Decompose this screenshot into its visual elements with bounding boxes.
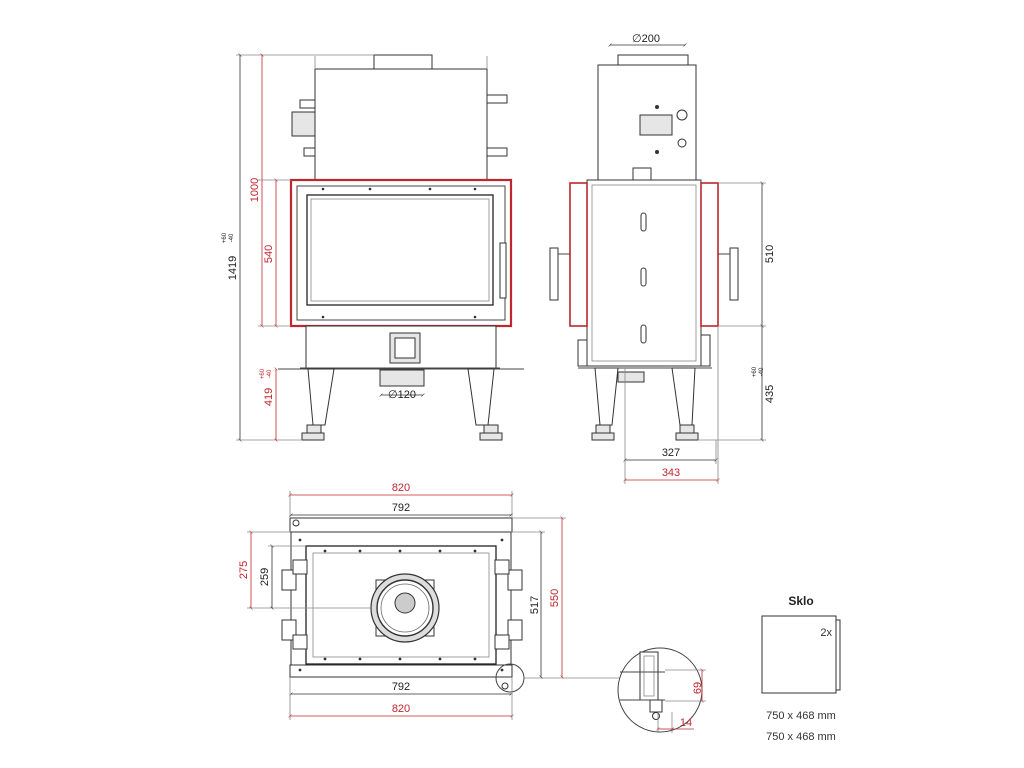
svg-text:1419: 1419 (227, 256, 239, 280)
dim-glass-height: 540 (263, 245, 275, 263)
top-view: 820 792 792 820 275 259 517 550 (238, 482, 620, 720)
dim-base-height: 419 (263, 388, 275, 406)
door-handle (499, 242, 507, 299)
side-flue-collar (617, 54, 689, 66)
leg-right (467, 368, 495, 426)
dim-base-tol-plus: +60 (260, 368, 266, 379)
dim-width-outer-top: 820 (392, 482, 410, 494)
dim-depth-outer-left: 275 (238, 561, 250, 579)
dim-depth-outer-right: 550 (549, 589, 561, 607)
glass-size-2: 750 x 468 mm (766, 731, 836, 743)
dim-width-outer-bottom: 820 (392, 703, 410, 715)
side-frame-left (569, 182, 588, 327)
dim-leg-height: 435 (764, 385, 776, 403)
dim-leg-tol-minus: -40 (759, 367, 765, 376)
glass-title: Sklo (788, 594, 813, 608)
dim-depth-inner: 327 (662, 447, 680, 459)
detail-dim-width: 14 (680, 717, 692, 729)
glass-panel-info: Sklo 2x 750 x 468 mm 750 x 468 mm (761, 594, 841, 743)
leg-left (307, 368, 335, 426)
convection-top-box (314, 68, 488, 181)
dim-total-height: 1419 (227, 256, 239, 280)
dim-total-tol-minus: -40 (229, 233, 235, 242)
glass-pane-front (761, 615, 837, 694)
dim-width-inner-bottom: 792 (392, 681, 410, 693)
dim-side-height: 510 (764, 245, 776, 263)
dim-body-height: 1000 (249, 178, 261, 202)
front-view: 1419 +60 -40 1000 540 419 +60 -40 ∅120 (222, 53, 524, 442)
dim-air-intake: ∅120 (388, 389, 416, 401)
detail-dim-height: 69 (692, 682, 704, 694)
dim-depth-outer: 343 (662, 467, 680, 479)
side-view: ∅200 510 435 +60 -40 327 343 (549, 33, 776, 484)
flue-collar (373, 54, 433, 70)
dim-depth-inner-left: 259 (259, 568, 271, 586)
glass-count: 2x (820, 627, 832, 639)
dim-base-tol-minus: -40 (267, 369, 273, 378)
glass-size-1: 750 x 468 mm (766, 710, 836, 722)
dim-width-inner-top: 792 (392, 502, 410, 514)
door-frame (289, 178, 513, 328)
side-frame-right (700, 182, 719, 327)
detail-view: 69 14 (617, 647, 706, 733)
air-intake (379, 369, 425, 387)
glass-window (306, 194, 494, 306)
top-body (305, 545, 497, 665)
dim-total-tol-plus: +60 (222, 232, 228, 243)
dim-leg-tol-plus: +60 (752, 366, 758, 377)
dim-flue: ∅200 (632, 33, 660, 45)
dim-depth-inner-right: 517 (529, 596, 541, 614)
